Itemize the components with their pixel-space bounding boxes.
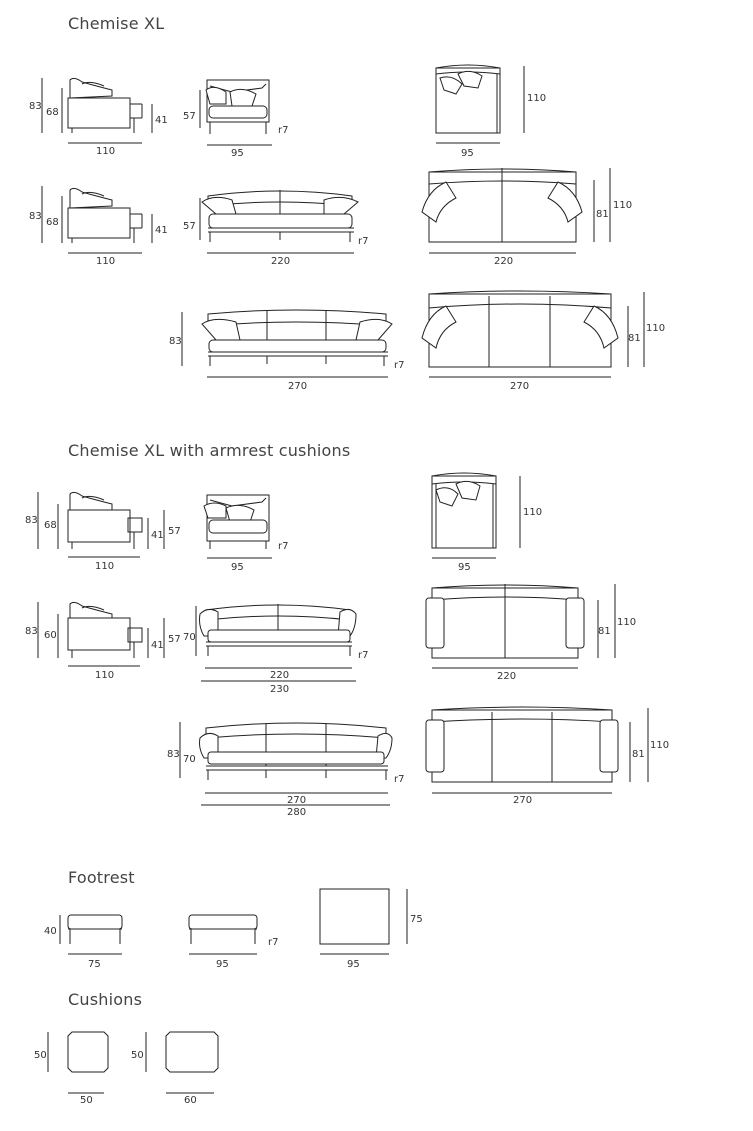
dim-label: 75 (88, 959, 101, 970)
dim-label: 220 (494, 256, 513, 267)
dim-label: 57 (183, 221, 196, 232)
section-title-armrest-cushions: Chemise XL with armrest cushions (68, 441, 351, 460)
dim-label: r7 (358, 650, 368, 661)
section-title-chemise-xl: Chemise XL (68, 14, 165, 33)
dim-label: r7 (358, 236, 368, 247)
dim-label: 68 (44, 520, 57, 531)
dim-label: 83 (29, 101, 42, 112)
cushion-50x50 (47, 1031, 109, 1094)
dim-label: 270 (513, 795, 532, 806)
dim-label: 110 (650, 740, 669, 751)
dim-label: r7 (394, 774, 404, 785)
dim-label: 230 (270, 684, 289, 695)
dim-label: 110 (523, 507, 542, 518)
dim-label: 50 (80, 1095, 93, 1106)
sofa-220-top-view (421, 168, 611, 254)
dim-label: 280 (287, 807, 306, 818)
dim-label: 270 (287, 795, 306, 806)
sofa-270-top-view (421, 290, 645, 378)
section-title-cushions: Cushions (68, 990, 143, 1009)
armchair-front-view (199, 79, 272, 146)
dim-label: 75 (410, 914, 423, 925)
dim-label: 270 (510, 381, 529, 392)
sofa-270-cushion-front-view (179, 722, 393, 806)
dim-label: 60 (184, 1095, 197, 1106)
dim-label: 57 (183, 111, 196, 122)
dim-label: 81 (628, 333, 641, 344)
dim-label: r7 (394, 360, 404, 371)
dim-label: 57 (168, 634, 181, 645)
dim-label: 81 (632, 749, 645, 760)
footrest-front-view (188, 914, 258, 955)
armchair-cushion-top-view (431, 472, 521, 559)
dim-label: 70 (183, 632, 196, 643)
dim-label: 57 (168, 526, 181, 537)
dim-label: 220 (271, 256, 290, 267)
dim-label: r7 (278, 541, 288, 552)
dim-label: 95 (347, 959, 360, 970)
sofa-220-cushion-top-view (425, 584, 616, 669)
dim-label: 220 (270, 670, 289, 681)
armchair-top-view (435, 64, 525, 144)
dim-label: 41 (151, 640, 164, 651)
dim-label: 83 (167, 749, 180, 760)
dim-label: 68 (46, 107, 59, 118)
section-title-footrest: Footrest (68, 868, 135, 887)
cushion-60x50 (145, 1031, 219, 1094)
dim-label: 81 (598, 626, 611, 637)
dim-label: 83 (25, 515, 38, 526)
armchair-cushion-side-view (37, 491, 165, 558)
dim-label: 110 (96, 256, 115, 267)
sofa-220-cushion-side-view (37, 601, 165, 667)
dim-label: 110 (527, 93, 546, 104)
dim-label: 220 (497, 671, 516, 682)
dim-label: r7 (278, 125, 288, 136)
dim-label: 81 (596, 209, 609, 220)
dim-label: 40 (44, 926, 57, 937)
dim-label: 110 (617, 617, 636, 628)
sofa-270-cushion-top-view (425, 706, 649, 794)
footrest-top-view (319, 888, 408, 955)
dim-label: 110 (95, 561, 114, 572)
dim-label: 60 (44, 630, 57, 641)
dim-label: 41 (155, 225, 168, 236)
dim-label: 95 (461, 148, 474, 159)
sofa-270-front-view (181, 309, 393, 378)
dim-label: 95 (231, 562, 244, 573)
dim-label: 270 (288, 381, 307, 392)
dim-label: 83 (29, 211, 42, 222)
sofa-220-cushion-front-view (195, 604, 357, 682)
dim-label: r7 (268, 937, 278, 948)
dim-label: 83 (169, 336, 182, 347)
dim-label: 95 (231, 148, 244, 159)
dim-label: 68 (46, 217, 59, 228)
dim-label: 50 (34, 1050, 47, 1061)
dim-label: 41 (151, 530, 164, 541)
dim-label: 41 (155, 115, 168, 126)
footrest-side-view (59, 914, 123, 955)
armchair-cushion-front-view (203, 494, 272, 559)
dim-label: 70 (183, 754, 196, 765)
armchair-side-view (41, 77, 153, 144)
dim-label: 110 (646, 323, 665, 334)
dim-label: 83 (25, 626, 38, 637)
dim-label: 95 (458, 562, 471, 573)
dim-label: 95 (216, 959, 229, 970)
dim-label: 50 (131, 1050, 144, 1061)
sofa-220-side-view (41, 186, 153, 254)
dim-label: 110 (96, 146, 115, 157)
dim-label: 110 (613, 200, 632, 211)
dim-label: 110 (95, 670, 114, 681)
sofa-220-front-view (199, 190, 359, 254)
